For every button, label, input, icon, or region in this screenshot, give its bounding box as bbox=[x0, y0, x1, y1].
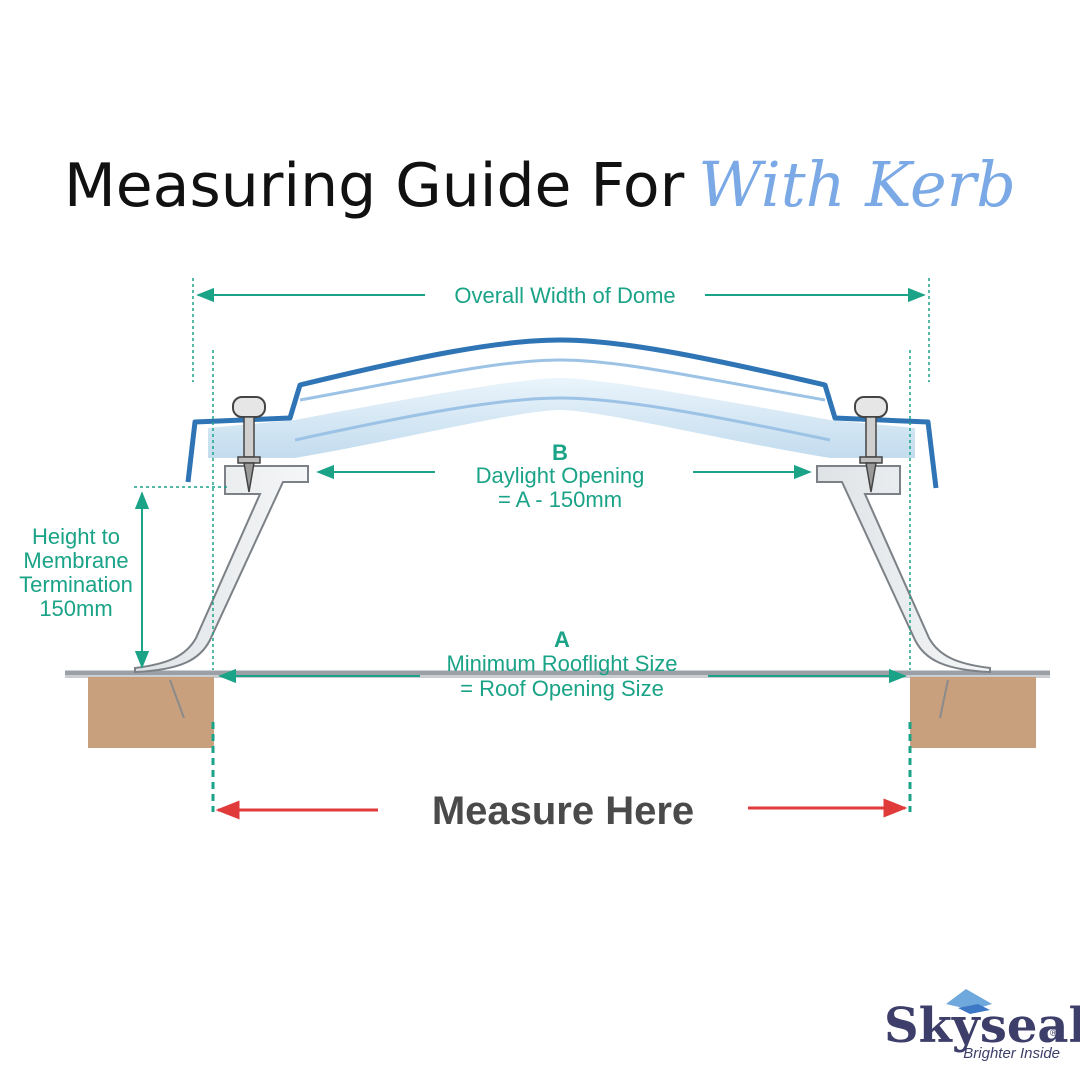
skyseal-logo: Skyseal ® Brighter Inside bbox=[884, 989, 1080, 1062]
height-line2: Membrane bbox=[23, 548, 128, 573]
min-line2: = Roof Opening Size bbox=[460, 676, 664, 701]
title-main-text: Measuring Guide For bbox=[64, 151, 685, 221]
dome bbox=[185, 337, 939, 489]
height-line3: Termination bbox=[19, 572, 133, 597]
height-line4: 150mm bbox=[39, 596, 112, 621]
dimension-overall-width: Overall Width of Dome bbox=[192, 278, 930, 382]
dimension-daylight-opening: B Daylight Opening = A - 150mm bbox=[316, 440, 812, 512]
logo-mark-icon bbox=[946, 989, 992, 1010]
brand-tagline: Brighter Inside bbox=[963, 1045, 1060, 1062]
min-letter: A bbox=[554, 627, 570, 652]
timber-joist-right bbox=[910, 677, 1036, 748]
daylight-line2: = A - 150mm bbox=[498, 487, 622, 512]
fixing-screw-left bbox=[232, 396, 266, 493]
fixing-screw-right bbox=[854, 396, 888, 493]
measure-here-indicator: Measure Here bbox=[211, 722, 912, 833]
kerb-right bbox=[816, 465, 991, 674]
min-line1: Minimum Rooflight Size bbox=[446, 651, 677, 676]
brand-name: Skyseal bbox=[884, 998, 1080, 1054]
kerb-left bbox=[134, 465, 309, 674]
dimension-height: Height to Membrane Termination 150mm bbox=[19, 486, 228, 669]
overall-width-label: Overall Width of Dome bbox=[454, 283, 675, 308]
brand-registered: ® bbox=[1050, 1028, 1058, 1039]
nail-left bbox=[169, 679, 185, 719]
daylight-line1: Daylight Opening bbox=[476, 463, 645, 488]
timber-joist-left bbox=[88, 677, 214, 748]
nail-right bbox=[939, 679, 949, 719]
dome-outer-skin bbox=[185, 337, 939, 489]
measure-here-label: Measure Here bbox=[432, 789, 694, 833]
daylight-letter: B bbox=[552, 440, 568, 465]
title-accent-text: With Kerb bbox=[698, 148, 1016, 221]
dimension-minimum-size: A Minimum Rooflight Size = Roof Opening … bbox=[212, 350, 911, 701]
height-line1: Height to bbox=[32, 524, 120, 549]
